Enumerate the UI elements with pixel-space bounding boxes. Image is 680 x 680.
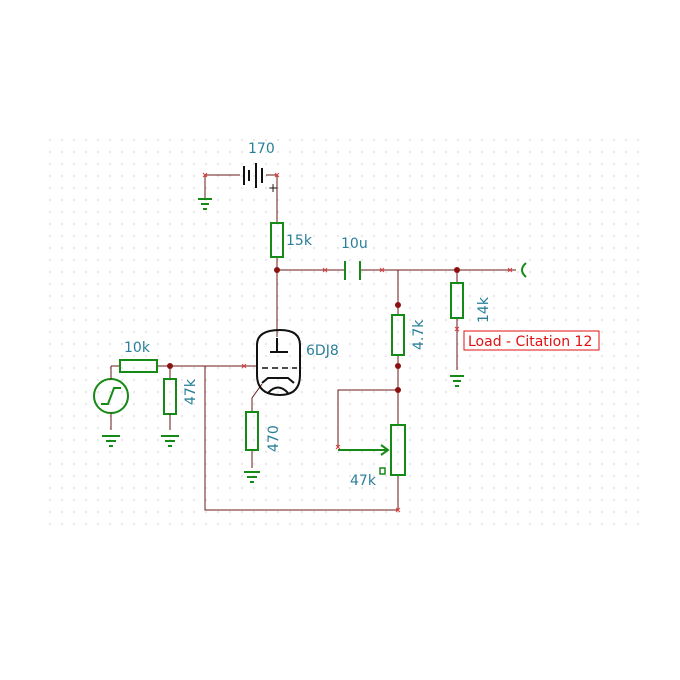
pin-markers <box>202 172 513 513</box>
ground-cathode-icon <box>244 471 260 483</box>
cathode-resistor-label: 470 <box>266 425 282 452</box>
load-tag: Load - Citation 12 <box>468 334 592 350</box>
ground-grid-leak-icon <box>161 435 179 447</box>
grid-dots <box>49 139 639 525</box>
battery-label: 170 <box>248 141 275 157</box>
plate-resistor-label: 15k <box>286 233 313 249</box>
ground-source-icon <box>102 435 120 447</box>
load-resistor-label: 14k <box>476 296 492 323</box>
output-terminal-icon[interactable] <box>521 262 527 278</box>
junction-wiper <box>395 387 401 393</box>
tube-label: 6DJ8 <box>306 343 339 359</box>
load-tag-box <box>463 330 600 351</box>
plate-resistor[interactable] <box>270 222 284 258</box>
wire-feedback-return <box>204 366 398 511</box>
divider-resistor-label: 4.7k <box>411 319 427 350</box>
wire-cathode <box>251 383 263 412</box>
ground-load-icon <box>450 375 464 387</box>
junction-output <box>454 267 460 273</box>
wire-wiper-loop <box>337 389 398 448</box>
load-resistor[interactable] <box>450 282 464 319</box>
junction-divider-mid <box>395 363 401 369</box>
junction-plate <box>274 267 280 273</box>
grid-resistor-label: 10k <box>124 340 151 356</box>
battery-symbol[interactable] <box>243 163 263 188</box>
grid-resistor[interactable] <box>119 359 158 373</box>
coupling-capacitor[interactable] <box>344 261 361 280</box>
grid-leak-resistor[interactable] <box>163 378 177 415</box>
junction-grid-leak <box>167 363 173 369</box>
junctions <box>167 267 460 393</box>
cathode-resistor[interactable] <box>245 411 259 451</box>
grid-leak-label: 47k <box>183 378 199 405</box>
divider-resistor[interactable] <box>391 314 405 356</box>
potentiometer[interactable] <box>390 424 406 476</box>
coupling-cap-label: 10u <box>341 236 368 252</box>
wire-battery-ground <box>204 174 240 198</box>
ground-battery-icon <box>198 198 212 210</box>
pot-label: 47k <box>350 473 377 489</box>
pot-wiper-arrow-icon <box>338 444 390 456</box>
tube-6dj8-icon[interactable] <box>256 328 301 397</box>
step-source-icon[interactable] <box>93 378 129 414</box>
battery-plus-sign: + <box>268 181 278 195</box>
pot-marker-icon <box>379 467 386 475</box>
junction-divider-top <box>395 302 401 308</box>
